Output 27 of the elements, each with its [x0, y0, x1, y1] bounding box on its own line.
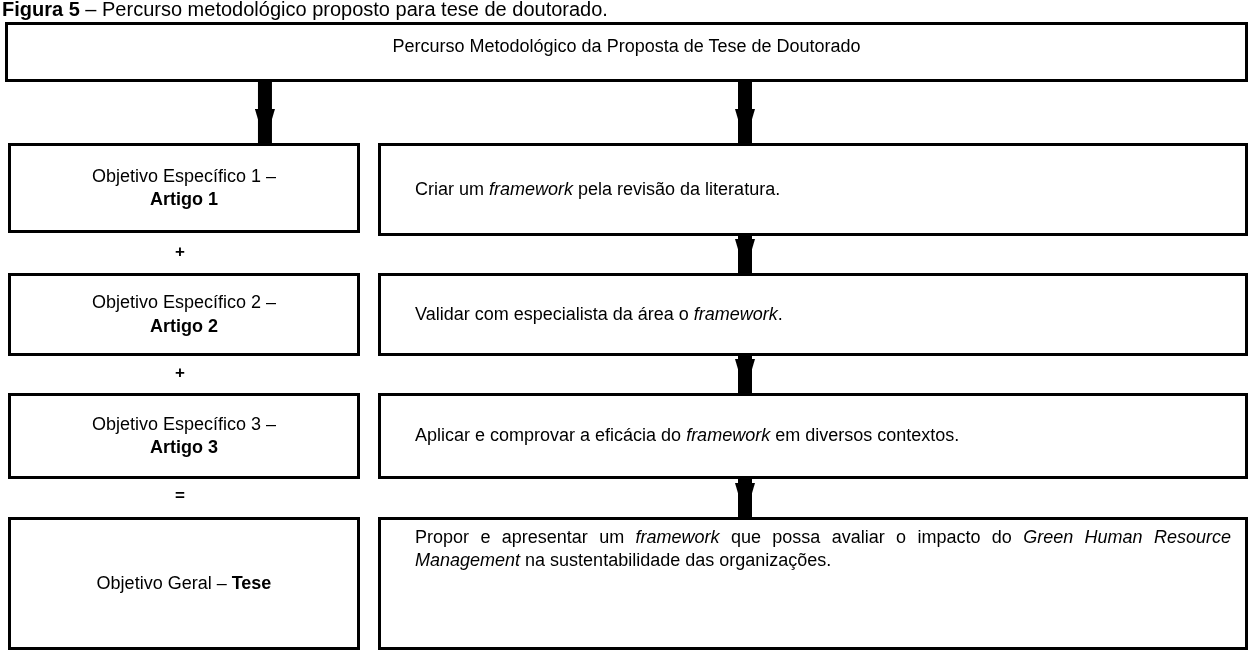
block-arrow: [735, 236, 755, 273]
objective-box: [8, 273, 360, 356]
step-box: [378, 393, 1248, 479]
operator-sign: +: [174, 242, 186, 262]
figure-title: Figura 5 – Percurso metodológico proposto para tese de doutorado.: [2, 0, 608, 21]
step-box: [378, 143, 1248, 236]
header-text: Percurso Metodológico da Proposta de Tese de Doutorado: [392, 35, 861, 58]
block-arrow: [735, 82, 755, 143]
block-arrow: [735, 479, 755, 517]
step-text: Criar um framework pela revisão da literatura.: [415, 177, 781, 201]
objective-label: Objetivo Específico 1 – Artigo 1: [90, 164, 278, 211]
header-box: [5, 22, 1248, 82]
operator-sign: +: [174, 363, 186, 383]
objective-label: Objetivo Geral – Tese: [96, 571, 272, 595]
step-text: Validar com especialista da área o framework.: [415, 302, 783, 326]
step-text: Aplicar e comprovar a eficácia do framework em diversos contextos.: [415, 424, 960, 448]
objective-label: Objetivo Específico 3 – Artigo 3: [90, 412, 278, 459]
block-arrow: [254, 82, 275, 143]
operator-sign: =: [174, 486, 186, 506]
objective-box: [8, 517, 360, 650]
objective-box: [8, 393, 360, 479]
step-text: Propor e apresentar um framework que possa avaliar o impacto do Green Human Resource Management na sustentabilidade das organizações.: [415, 526, 1231, 573]
objective-label: Objetivo Específico 2 – Artigo 2: [90, 291, 278, 338]
step-box: [378, 517, 1248, 650]
block-arrow: [735, 356, 755, 393]
objective-box: [8, 143, 360, 233]
step-box: [378, 273, 1248, 356]
